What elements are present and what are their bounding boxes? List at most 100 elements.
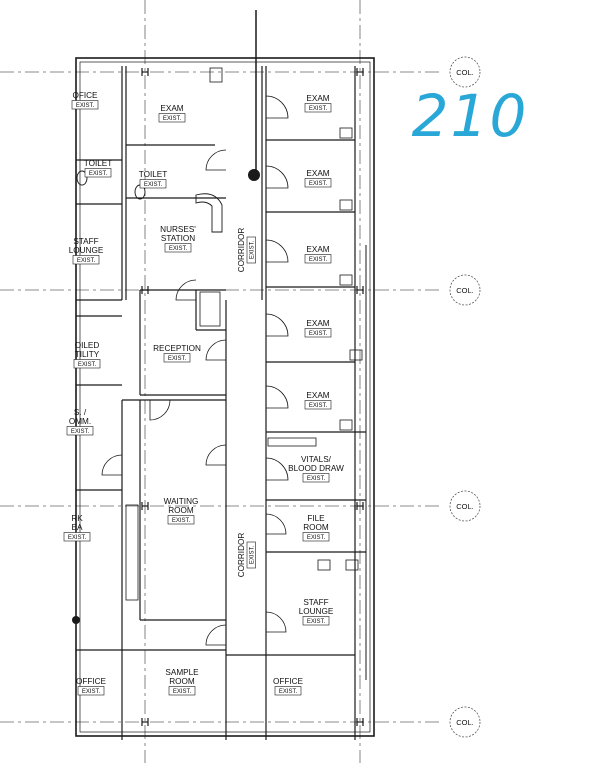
room-label-line: VITALS/ [301,455,332,464]
door-swing [205,149,227,171]
fixture [209,67,223,83]
room-label-line: WAITING [164,497,199,506]
exist-tag: EXIST. [169,246,188,252]
door-swing [265,385,289,409]
exist-tag: EXIST. [71,429,90,435]
room-label-line: OMM. [69,417,91,426]
door-swing [149,399,171,421]
cabinet [125,504,139,601]
exist-tag: EXIST. [309,106,328,112]
exist-tag: EXIST. [307,476,326,482]
exist-tag-box [302,532,330,542]
column-marker: COL. [449,274,481,306]
room-labels: OFICEEXIST.EXAMEXIST.EXAMEXIST.TOILETEXI… [63,91,344,696]
column-symbol [141,502,149,510]
exist-tag: EXIST. [307,619,326,625]
room-label-line: STAFF [73,237,98,246]
room-label-line: SAMPLE [165,668,199,677]
fixture-dot [72,616,80,624]
column-symbol [356,286,364,294]
column-symbol [141,68,149,76]
exist-tag: EXIST. [76,103,95,109]
exterior-wall-inner [79,61,371,733]
room-label-line: TOILET [84,159,113,168]
toilet-fixture [76,170,88,186]
room-exam-2: EXAM EXIST. [304,94,332,113]
column-marker: COL. [449,56,481,88]
room-label-line: BLOOD DRAW [288,464,344,473]
door-swing [265,95,289,119]
door-swing [265,611,287,633]
corridor-label: CORRIDOR [237,533,246,578]
room-label-line: EXAM [306,245,329,254]
sink-fixture [349,349,363,361]
exist-tag: EXIST. [77,258,96,264]
column-symbol [141,286,149,294]
room-label-line: STATION [161,234,195,243]
column-markers: COL.COL.COL.COL. [141,56,481,738]
exist-tag: EXIST. [144,182,163,188]
column-symbol [141,718,149,726]
exist-tag: EXIST. [163,116,182,122]
sink-fixture [339,199,353,211]
column-marker: COL. [449,706,481,738]
exist-tag-box [63,532,91,542]
exist-tag-box [302,616,330,626]
exist-tag: EXIST. [309,403,328,409]
sink-fixture [339,419,353,431]
column-marker-circle [449,274,481,306]
exist-tag: EXIST. [173,689,192,695]
sink-fixture [339,127,353,139]
door-swing [205,339,227,361]
exist-tag-box [304,400,332,410]
exist-tag-box [302,473,330,483]
room-label-line: NURSES' [160,225,196,234]
exist-tag-box [274,686,302,696]
exist-tag-box [304,328,332,338]
counter [199,291,221,327]
exterior-wall [75,57,375,737]
column-marker-label: COL. [456,718,474,727]
door-swing [265,313,289,337]
door-swing [101,454,123,476]
door-swing [265,239,289,263]
door-swing [265,165,289,189]
sink-fixture [339,274,353,286]
fixtures [72,10,363,624]
room-elec-comm: S. /OMM.EXIST. [66,408,94,436]
exist-tag-box [246,236,256,264]
room-label-line: EXAM [306,94,329,103]
column-symbol [356,502,364,510]
room-label-line: LOUNGE [69,246,104,255]
column-marker-circle [449,490,481,522]
column-marker-circle [449,56,481,88]
walls [75,57,375,740]
room-label-line: RK [71,514,83,523]
handwritten-note: 210 [412,82,529,150]
corridor-lower: CORRIDOR EXIST. [237,533,256,578]
exist-tag-box [71,100,99,110]
exist-tag-box [304,178,332,188]
exist-tag: EXIST. [250,545,256,564]
sink-fixture [317,559,331,571]
exist-tag-box [163,353,191,363]
exist-tag: EXIST. [309,331,328,337]
room-label-line: TILITY [75,350,100,359]
ceiling-fixture [248,169,260,181]
exist-tag-box [139,179,167,189]
